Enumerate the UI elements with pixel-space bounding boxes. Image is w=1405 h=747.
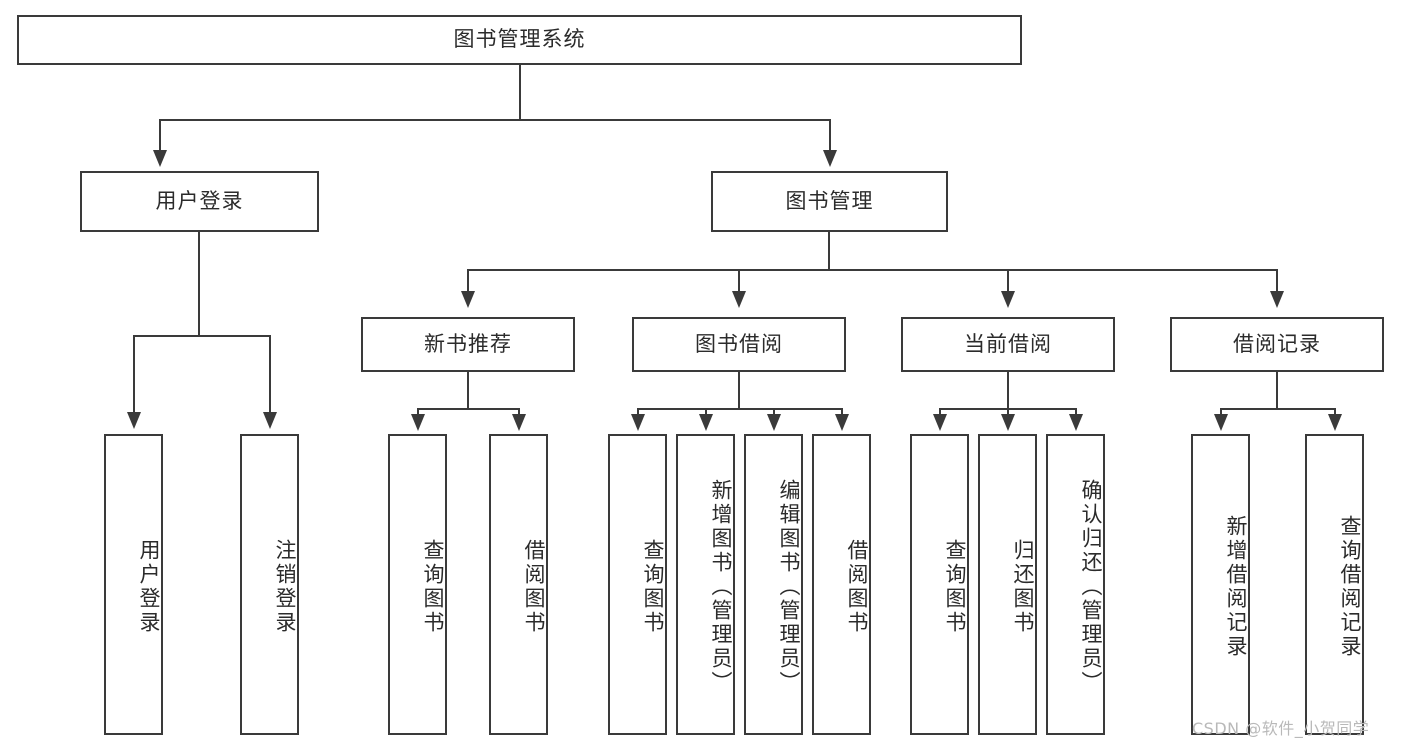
arrow-bb-to-leaf-1 xyxy=(631,414,645,431)
arrow-cb-to-leaf-3 xyxy=(1069,414,1083,431)
leaf-query-book-2-label: 查询图书 xyxy=(641,538,665,635)
connector-user-login-to-leaf-1 xyxy=(133,335,135,414)
node-book-management-label: 图书管理 xyxy=(785,188,874,213)
connector-book-borrow-stem xyxy=(738,372,740,410)
leaf-add-record-label: 新增借阅记录 xyxy=(1224,514,1248,659)
arrow-bb-to-leaf-3 xyxy=(767,414,781,431)
connector-book-management-bar xyxy=(467,269,1278,271)
connector-bm-to-new-book xyxy=(467,269,469,293)
connector-bb-to-leaf-2 xyxy=(705,408,707,418)
leaf-add-record[interactable]: 新增借阅记录 xyxy=(1191,434,1250,735)
leaf-user-login-label: 用户登录 xyxy=(137,538,161,635)
connector-bb-to-leaf-4 xyxy=(841,408,843,418)
leaf-add-book[interactable]: 新增图书（管理员） xyxy=(676,434,735,735)
arrow-new-book-to-leaf-1 xyxy=(411,414,425,431)
node-book-management[interactable]: 图书管理 xyxy=(711,171,948,232)
arrow-bb-to-leaf-2 xyxy=(699,414,713,431)
connector-user-login-bar xyxy=(133,335,270,337)
leaf-query-book-2[interactable]: 查询图书 xyxy=(608,434,667,735)
arrow-user-login-to-leaf-1 xyxy=(127,412,141,429)
node-root-label: 图书管理系统 xyxy=(453,27,586,52)
leaf-user-logout[interactable]: 注销登录 xyxy=(240,434,299,735)
connector-book-borrow-bar xyxy=(637,408,842,410)
node-book-borrow-label: 图书借阅 xyxy=(695,331,783,356)
connector-book-management-stem xyxy=(828,232,830,271)
leaf-return-book-label: 归还图书 xyxy=(1011,538,1035,635)
arrow-root-to-user-login xyxy=(153,150,167,167)
arrow-cb-to-leaf-1 xyxy=(933,414,947,431)
leaf-query-book-1[interactable]: 查询图书 xyxy=(388,434,447,735)
leaf-edit-book-label: 编辑图书（管理员） xyxy=(777,478,801,695)
connector-br-to-leaf-1 xyxy=(1220,408,1222,418)
leaf-borrow-book-2-label: 借阅图书 xyxy=(845,538,869,635)
arrow-bb-to-leaf-4 xyxy=(835,414,849,431)
arrow-bm-to-current-borrow xyxy=(1001,291,1015,308)
leaf-user-login[interactable]: 用户登录 xyxy=(104,434,163,735)
connector-new-book-to-leaf-1 xyxy=(417,408,419,418)
leaf-borrow-book-1[interactable]: 借阅图书 xyxy=(489,434,548,735)
node-borrow-record[interactable]: 借阅记录 xyxy=(1170,317,1384,372)
node-user-login[interactable]: 用户登录 xyxy=(80,171,319,232)
leaf-borrow-book-1-label: 借阅图书 xyxy=(522,538,546,635)
leaf-query-book-3[interactable]: 查询图书 xyxy=(910,434,969,735)
csdn-watermark: CSDN @软件_小贺同学 xyxy=(1192,719,1370,738)
connector-bb-to-leaf-3 xyxy=(773,408,775,418)
connector-user-login-to-leaf-2 xyxy=(269,335,271,414)
arrow-bm-to-borrow-record xyxy=(1270,291,1284,308)
node-user-login-label: 用户登录 xyxy=(155,188,244,213)
arrow-new-book-to-leaf-2 xyxy=(512,414,526,431)
arrow-br-to-leaf-2 xyxy=(1328,414,1342,431)
leaf-confirm-return-label: 确认归还（管理员） xyxy=(1079,478,1103,695)
connector-new-book-to-leaf-2 xyxy=(518,408,520,418)
node-new-book-recommend[interactable]: 新书推荐 xyxy=(361,317,575,372)
leaf-add-book-label: 新增图书（管理员） xyxy=(709,478,733,695)
arrow-root-to-book-management xyxy=(823,150,837,167)
connector-root-bar xyxy=(159,119,831,121)
node-borrow-record-label: 借阅记录 xyxy=(1233,331,1321,356)
arrow-bm-to-new-book xyxy=(461,291,475,308)
connector-root-to-user-login xyxy=(159,119,161,152)
arrow-cb-to-leaf-2 xyxy=(1001,414,1015,431)
node-current-borrow-label: 当前借阅 xyxy=(964,331,1052,356)
node-book-borrow[interactable]: 图书借阅 xyxy=(632,317,846,372)
leaf-edit-book[interactable]: 编辑图书（管理员） xyxy=(744,434,803,735)
connector-br-to-leaf-2 xyxy=(1334,408,1336,418)
node-root[interactable]: 图书管理系统 xyxy=(17,15,1022,65)
connector-user-login-stem xyxy=(198,232,200,336)
node-new-book-recommend-label: 新书推荐 xyxy=(424,331,512,356)
connector-bb-to-leaf-1 xyxy=(637,408,639,418)
connector-new-book-stem xyxy=(467,372,469,410)
leaf-confirm-return[interactable]: 确认归还（管理员） xyxy=(1046,434,1105,735)
leaf-query-book-3-label: 查询图书 xyxy=(943,538,967,635)
arrow-user-login-to-leaf-2 xyxy=(263,412,277,429)
leaf-borrow-book-2[interactable]: 借阅图书 xyxy=(812,434,871,735)
connector-current-borrow-stem xyxy=(1007,372,1009,410)
connector-bm-to-book-borrow xyxy=(738,269,740,293)
connector-cb-to-leaf-2 xyxy=(1007,408,1009,418)
arrow-bm-to-book-borrow xyxy=(732,291,746,308)
leaf-query-record[interactable]: 查询借阅记录 xyxy=(1305,434,1364,735)
connector-root-stem xyxy=(519,65,521,120)
connector-borrow-record-stem xyxy=(1276,372,1278,410)
connector-root-to-book-management xyxy=(829,119,831,152)
leaf-query-record-label: 查询借阅记录 xyxy=(1338,514,1362,659)
connector-new-book-bar xyxy=(417,408,520,410)
leaf-query-book-1-label: 查询图书 xyxy=(421,538,445,635)
connector-cb-to-leaf-3 xyxy=(1075,408,1077,418)
connector-bm-to-current-borrow xyxy=(1007,269,1009,293)
connector-bm-to-borrow-record xyxy=(1276,269,1278,293)
connector-cb-to-leaf-1 xyxy=(939,408,941,418)
connector-borrow-record-bar xyxy=(1220,408,1336,410)
leaf-user-logout-label: 注销登录 xyxy=(273,538,297,635)
leaf-return-book[interactable]: 归还图书 xyxy=(978,434,1037,735)
arrow-br-to-leaf-1 xyxy=(1214,414,1228,431)
node-current-borrow[interactable]: 当前借阅 xyxy=(901,317,1115,372)
